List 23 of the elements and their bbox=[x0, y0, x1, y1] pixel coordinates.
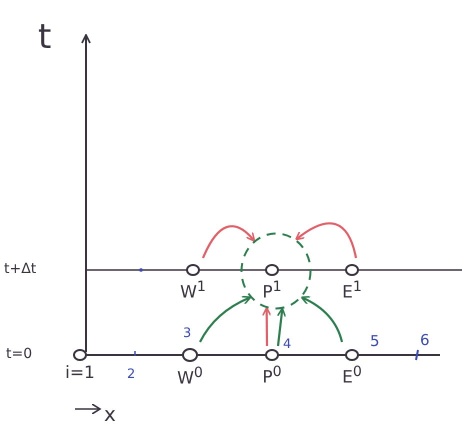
index-number: 3 bbox=[183, 327, 192, 340]
node-label: P$^{0}$ bbox=[262, 365, 282, 387]
arrow bbox=[199, 296, 252, 343]
arrow bbox=[300, 296, 344, 342]
dashed-circle bbox=[240, 232, 312, 310]
index-number: 4 bbox=[283, 338, 292, 351]
index-number: 5 bbox=[370, 334, 380, 349]
node-label: E$^{0}$ bbox=[342, 365, 362, 387]
node-label: W$^{0}$ bbox=[177, 366, 203, 388]
index-number: 6 bbox=[420, 333, 430, 348]
node-label: E$^{1}$ bbox=[342, 280, 362, 302]
arrow bbox=[295, 222, 358, 258]
arrow bbox=[262, 306, 272, 346]
axis-label: t+Δt bbox=[4, 262, 36, 276]
node-label: i=1 bbox=[65, 365, 95, 382]
node-label: W$^{1}$ bbox=[180, 280, 206, 302]
axis-label: t bbox=[38, 20, 52, 54]
arrow bbox=[276, 308, 286, 346]
axis-label: x bbox=[104, 404, 116, 424]
node-label: P$^{1}$ bbox=[262, 280, 282, 302]
axis-label: t=0 bbox=[6, 347, 32, 361]
index-number: 2 bbox=[127, 368, 136, 381]
arrow bbox=[202, 225, 256, 258]
